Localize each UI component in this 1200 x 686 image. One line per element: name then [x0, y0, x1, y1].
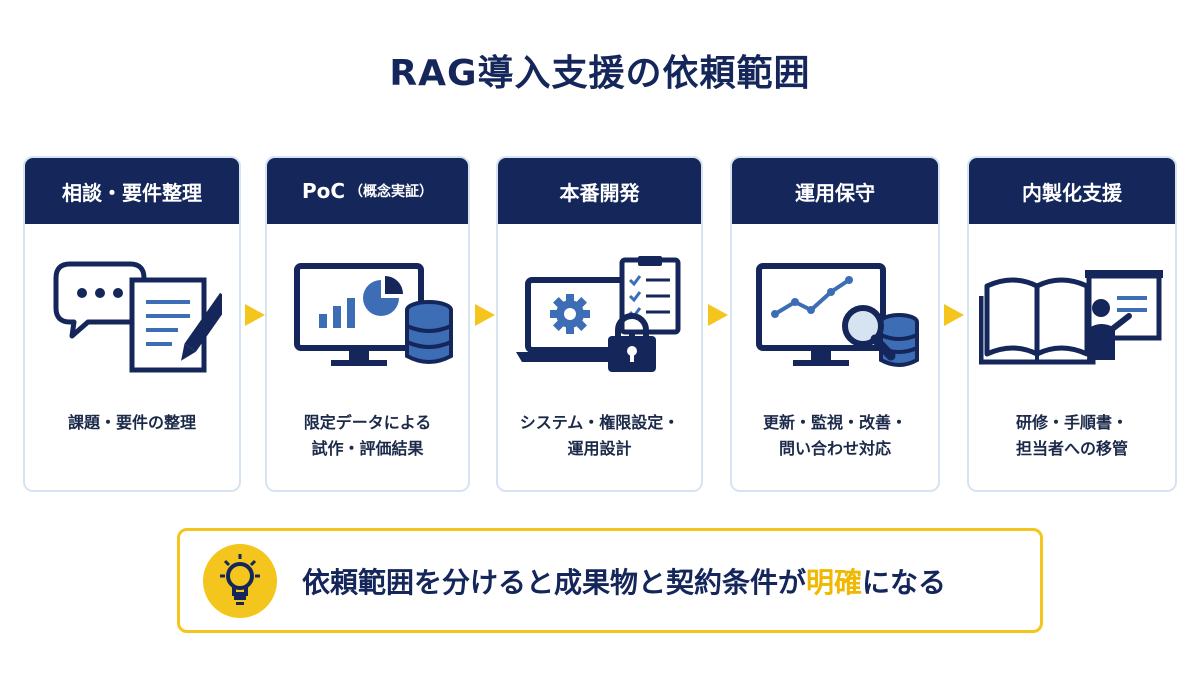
card-line: システム・権限設定・	[519, 413, 680, 432]
card-title: 本番開発	[559, 180, 640, 205]
card-title: 内製化支援	[1022, 180, 1122, 205]
card-description: 研修・手順書・ 担当者への移管	[969, 410, 1175, 462]
card-poc: PoC （概念実証） 限定データによる 試作・評価結果	[265, 156, 470, 492]
card-title: PoC	[301, 179, 346, 203]
card-line: 課題・要件の整理	[67, 413, 196, 432]
book-teacher-board-icon	[969, 256, 1175, 376]
arrow-right-icon	[708, 304, 728, 326]
card-line: 更新・監視・改善・	[762, 413, 907, 432]
card-insourcing: 内製化支援 研修・手順書・ 担当者への移管	[967, 156, 1177, 492]
page-title: RAG導入支援の依頼範囲	[389, 53, 811, 94]
card-title: 相談・要件整理	[62, 180, 202, 205]
summary-text: 依頼範囲を分けると成果物と契約条件が明確になる	[302, 531, 946, 630]
card-description: 更新・監視・改善・ 問い合わせ対応	[732, 410, 938, 462]
card-description: 限定データによる 試作・評価結果	[267, 410, 468, 462]
summary-text-highlight: 明確	[806, 565, 863, 599]
card-production: 本番開発 システ	[496, 156, 703, 492]
summary-note: 依頼範囲を分けると成果物と契約条件が明確になる	[177, 528, 1043, 633]
card-title: 運用保守	[795, 180, 875, 205]
chat-document-pen-icon	[25, 256, 239, 376]
arrow-right-icon	[475, 304, 495, 326]
monitor-chart-database-icon	[267, 256, 468, 376]
card-header: 運用保守	[732, 158, 938, 224]
card-consultation: 相談・要件整理 課題・要件の整理	[23, 156, 241, 492]
card-header: 相談・要件整理	[25, 158, 239, 224]
card-line: 試作・評価結果	[311, 439, 424, 458]
card-line: 担当者への移管	[1015, 439, 1128, 458]
arrow-right-icon	[944, 304, 964, 326]
arrow-right-icon	[245, 304, 265, 326]
card-header: PoC （概念実証）	[267, 158, 468, 224]
card-description: 課題・要件の整理	[25, 410, 239, 436]
laptop-gear-lock-checklist-icon	[498, 256, 701, 376]
card-line: 研修・手順書・	[1015, 413, 1128, 432]
card-line: 問い合わせ対応	[778, 439, 891, 458]
card-subtitle: （概念実証）	[349, 184, 434, 200]
card-operations: 運用保守 更新・監視・改善・ 問い合わせ対応	[730, 156, 940, 492]
card-header: 本番開発	[498, 158, 701, 224]
summary-text-after: になる	[862, 565, 947, 599]
card-header: 内製化支援	[969, 158, 1175, 224]
card-description: システム・権限設定・ 運用設計	[498, 410, 701, 462]
lightbulb-icon	[203, 544, 277, 618]
monitor-trend-magnifier-icon	[732, 256, 938, 376]
card-line: 運用設計	[567, 439, 632, 458]
summary-text-before: 依頼範囲を分けると成果物と契約条件が	[302, 565, 807, 599]
card-line: 限定データによる	[303, 413, 432, 432]
